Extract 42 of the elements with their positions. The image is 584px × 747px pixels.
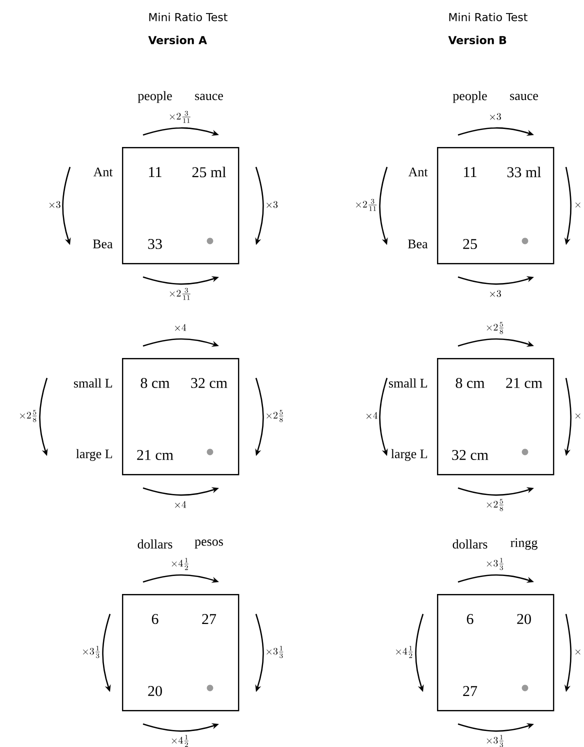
multiplier-label: $\times 2\tfrac{5}{8}$ [486,322,504,334]
multiplier-label: $\times 3\tfrac{1}{3}$ [83,646,100,658]
ratio-table: 8 cm 21 cm 32 cm [437,358,554,476]
column-label: people [452,91,487,103]
heading: Mini Ratio Test [449,12,528,22]
column-label: sauce [510,94,538,100]
multiplier-label: $\times 3\tfrac{1}{3}$ [486,734,504,747]
multiplier-label: $\times 3$ [266,201,278,208]
multiplier-label: $\times 3$ [490,290,501,298]
multiplier-label: $\times 3\tfrac{1}{3}$ [486,558,504,570]
column-label: ringg [510,538,538,550]
ratio-table: 11 25 ml 33 [122,147,240,264]
multiplier-label: $\times$ [576,202,580,208]
multiplier-label: $\times 2\tfrac{5}{8}$ [266,410,284,422]
multiplier-label: $\times 2\tfrac{5}{8}$ [20,410,37,422]
heading: Version A [148,36,207,44]
multiplier-label: $\times 4$ [366,412,378,419]
multiplier-label: $\times 4\tfrac{1}{2}$ [172,558,188,570]
multiplier-label: $\times$ [576,650,580,654]
multiplier-label: $\times 3$ [50,201,60,208]
multiplier-label: $\times 4\tfrac{1}{2}$ [396,646,413,658]
multiplier-label: $\times$ [576,414,580,418]
column-label: pesos [194,540,223,548]
column-label: dollars [452,539,488,549]
multiplier-label: $\times 2\tfrac{5}{8}$ [486,498,504,512]
heading: Version B [448,36,506,44]
multiplier-label: $\times 3\tfrac{1}{3}$ [266,646,284,658]
multiplier-label: $\times 3$ [490,113,501,120]
column-label: sauce [195,94,223,100]
ratio-table: 6 20 27 [437,594,554,712]
ratio-table: 8 cm 32 cm 21 cm [122,358,240,476]
column-label: dollars [138,539,172,549]
multiplier-label: $\times 4\tfrac{1}{2}$ [172,734,188,747]
ratio-table: 6 27 20 [122,594,240,712]
heading: Mini Ratio Test [149,12,228,22]
multiplier-label: $\times 2\tfrac{3}{11}$ [356,198,377,211]
multiplier-label: $\times 4$ [175,324,186,331]
column-label: people [138,91,172,103]
multiplier-label: $\times 2\tfrac{3}{11}$ [170,288,190,300]
ratio-table: 11 33 ml 25 [437,147,554,264]
multiplier-label: $\times 2\tfrac{3}{11}$ [170,110,190,123]
multiplier-label: $\times 4$ [175,501,186,508]
